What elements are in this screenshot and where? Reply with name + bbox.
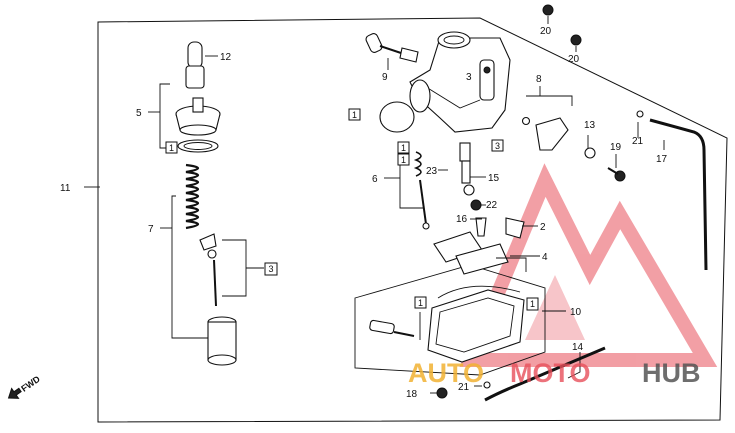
kit-box-1-left: 1: [165, 141, 178, 154]
needle-jet-holder: [459, 142, 475, 196]
svg-text:AUTO: AUTO: [408, 358, 484, 388]
svg-text:1: 1: [352, 110, 357, 120]
callout-8: 8: [536, 74, 542, 85]
callout-6: 6: [372, 174, 378, 185]
watermark-logo: [459, 163, 718, 367]
float-assembly: [433, 231, 509, 275]
float-chamber-bowl: [427, 289, 525, 363]
jet-needle: [213, 259, 217, 307]
vent-tube: [649, 118, 708, 271]
callout-20-b: 20: [568, 54, 580, 65]
main-jet: [470, 199, 482, 211]
callout-19: 19: [610, 142, 622, 153]
callout-11: 11: [60, 183, 71, 194]
callout-5: 5: [136, 108, 142, 119]
needle-clip: [199, 233, 217, 251]
screw-19: [607, 167, 626, 182]
callout-23: 23: [426, 166, 438, 177]
bolt-20-b: [570, 34, 582, 46]
drain-screw: [369, 319, 415, 337]
callout-7: 7: [148, 224, 154, 235]
cap-gasket: [177, 139, 219, 153]
svg-text:HUB: HUB: [642, 358, 701, 388]
svg-text:3: 3: [268, 264, 273, 274]
float-pin: [505, 217, 525, 239]
svg-text:1: 1: [401, 155, 406, 165]
callout-13: 13: [584, 120, 596, 131]
carb-top-cap: [175, 97, 221, 136]
kit-box-1-top: 1: [348, 108, 361, 121]
cable-adjuster-part: [185, 41, 218, 89]
pilot-screw: [413, 151, 430, 230]
float-valve: [475, 217, 487, 237]
callout-4: 4: [542, 252, 548, 263]
callout-17: 17: [656, 154, 668, 165]
choke-plunger: [365, 33, 419, 63]
throttle-valve: [207, 316, 237, 366]
callout-21-bottom: 21: [458, 382, 470, 393]
svg-text:3: 3: [495, 141, 500, 151]
watermark-text: AUTO MOTO HUB: [408, 358, 701, 388]
svg-text:FWD: FWD: [19, 374, 42, 394]
callout-22: 22: [486, 200, 498, 211]
callout-9: 9: [382, 72, 388, 83]
callout-15: 15: [488, 173, 500, 184]
callout-18: 18: [406, 389, 418, 400]
callout-14: 14: [572, 342, 584, 353]
callout-2: 2: [540, 222, 546, 233]
clip-21-b: [483, 381, 491, 389]
bowl-gasket: [437, 285, 521, 299]
forward-direction-indicator: FWD: [7, 374, 42, 399]
screw-13: [584, 147, 596, 159]
svg-text:1: 1: [418, 298, 423, 308]
callout-12: 12: [220, 52, 232, 63]
kit-box-1-mid-a: 1: [397, 141, 410, 154]
kit-box-3-right: 3: [491, 139, 504, 152]
kit-box-3-left: 3: [264, 262, 278, 276]
svg-text:1: 1: [530, 299, 535, 309]
callout-3: 3: [466, 72, 472, 83]
throttle-spring: [185, 163, 200, 230]
assembly-outline: [97, 17, 728, 423]
bolt-18: [436, 387, 448, 399]
insulator-ring: [379, 101, 415, 133]
callout-20-a: 20: [540, 26, 552, 37]
svg-text:1: 1: [401, 143, 406, 153]
throttle-stop-lever: [521, 116, 569, 151]
drain-tube: [484, 346, 606, 402]
kit-box-1-gasket: 1: [526, 297, 539, 311]
bolt-20-a: [542, 4, 554, 16]
svg-text:MOTO: MOTO: [510, 358, 591, 388]
svg-text:1: 1: [169, 143, 174, 153]
callout-16: 16: [456, 214, 468, 225]
kit-box-1-screw: 1: [414, 296, 427, 309]
carburetor-body: [409, 31, 511, 133]
callout-21-top: 21: [632, 136, 644, 147]
kit-box-1-mid-b: 1: [397, 153, 410, 166]
callout-10: 10: [570, 307, 582, 318]
